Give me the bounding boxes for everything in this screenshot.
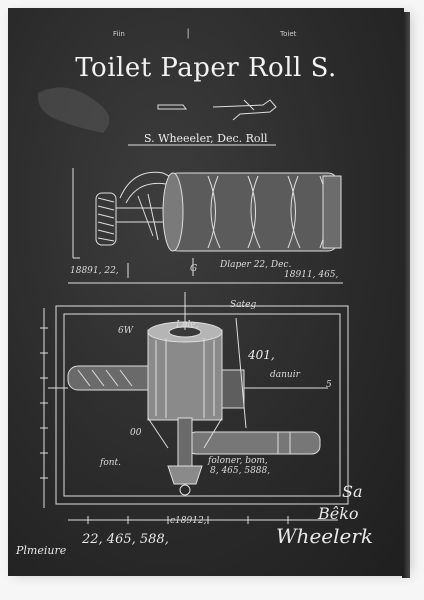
chalk-smudge [37,87,110,133]
label-5: 5 [326,380,332,390]
header-left-label: Fiin [113,30,125,38]
poster-subtitle: S. Wheeeler, Dec. Roll [144,132,268,145]
header-mark: ❘ [184,28,193,39]
label-6w: 6W [118,326,133,336]
bottom-right-line2: Bêko [318,504,359,523]
upper-left-numbers: 18891, 22, [70,266,119,276]
label-danuir: danuir [270,370,300,380]
patent-drawing [37,87,349,524]
upper-center-label: G [190,264,198,274]
lever-sketch [157,99,277,121]
label-bottom-nums: 8, 465, 5888, [210,466,271,476]
label-00: 00 [130,428,142,438]
poster-title: Toilet Paper Roll S. [75,53,337,83]
bottom-center-number: c18912, [170,516,207,526]
bottom-right-line1: Sa [342,482,363,501]
header-right-label: Toiet [280,30,297,38]
label-bottom-mid: foloner, bom, [208,456,268,466]
upper-right-note: Dlaper 22, Dec. [220,260,292,270]
bottom-left-numbers: 22, 465, 588, [82,532,169,547]
label-lole: Lole, [176,320,199,330]
upper-roll-drawing [68,168,343,284]
lower-frame-drawing [40,292,349,524]
canvas-edge [402,12,410,578]
label-401: 401, [248,348,275,362]
patent-poster: Fiin ❘ Toiet Toilet Paper Roll S. [8,8,404,576]
label-font: font. [100,458,122,468]
frame-top-label: Sateg [230,300,257,310]
upper-right-numbers: 18911, 465, [284,270,339,280]
bottom-right-line3: Wheelerk [276,524,374,548]
bottom-left-signature: Plmeiure [16,544,67,557]
